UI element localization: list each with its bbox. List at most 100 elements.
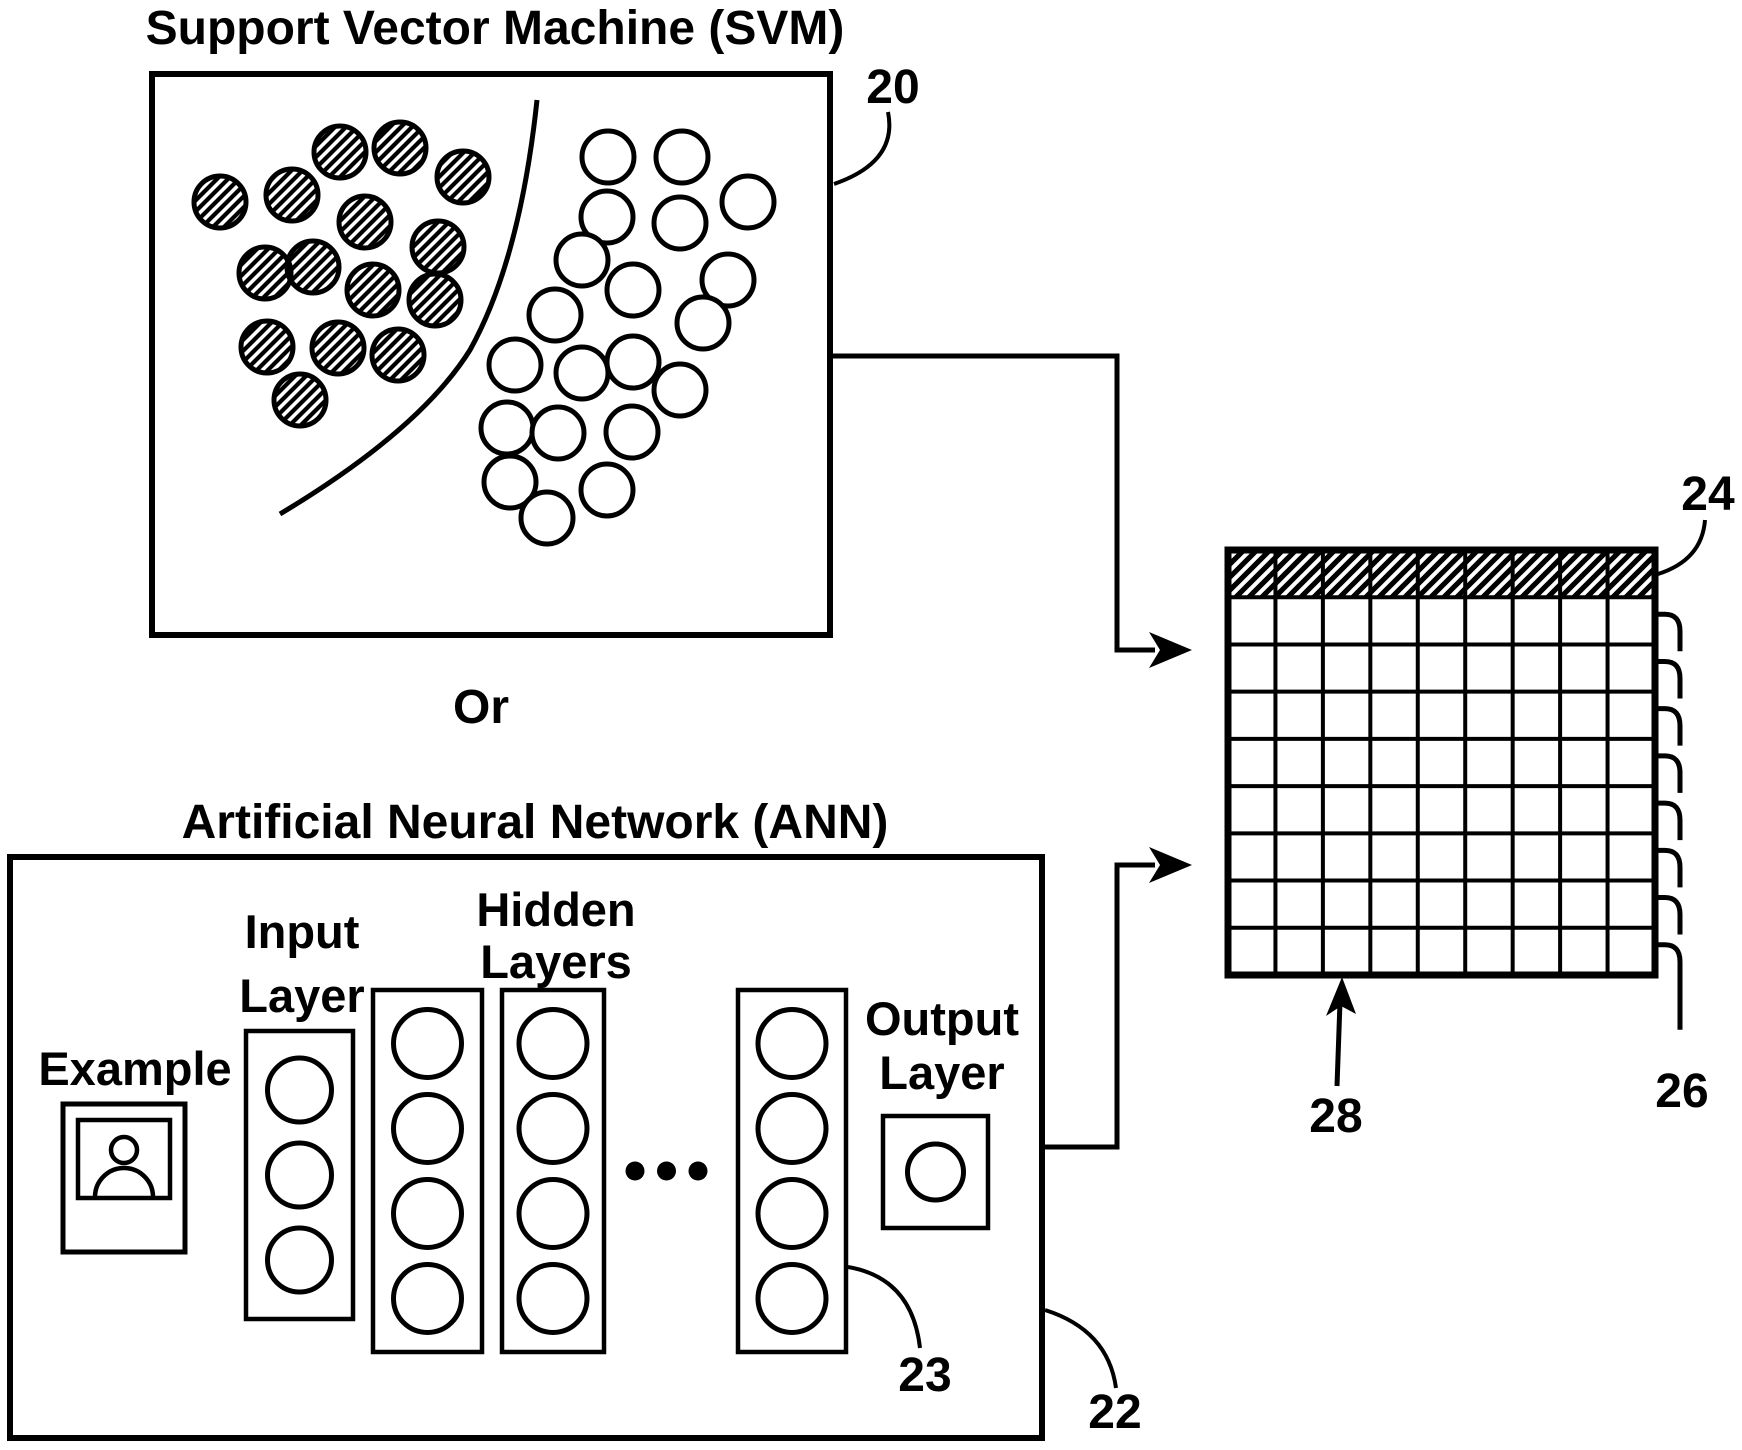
photo-frame [60,1101,188,1255]
ann-layer-hidden [735,987,849,1355]
hidden-layers-label-line1: Hidden [476,883,635,936]
svm-data-point-open [604,333,662,391]
ann-neuron [755,1177,829,1250]
ann-layer-rect [370,987,485,1355]
grid-hatched-row [1228,550,1655,598]
ellipsis-dot [688,1161,708,1181]
svm-data-point-open [699,251,757,309]
grid-stack-curl [1655,753,1683,793]
ann-title: Artificial Neural Network (ANN) [182,796,889,849]
grid-stack-curl [1655,658,1683,699]
svm-data-point-open [578,461,636,519]
ann-neuron-layers [243,987,991,1355]
svm-data-point-open [603,403,661,461]
svm-data-point-hatched [344,261,402,319]
svm-data-point-hatched [311,123,369,181]
leader-line-20 [833,111,892,186]
or-label: Or [453,681,509,734]
output-layer-label-line1: Output [865,992,1019,1045]
ann-neuron [755,1092,829,1165]
hidden-layers-label: Hidden Layers [476,883,635,988]
svm-data-point-open [604,261,662,319]
ann-layer-rect [243,1028,356,1322]
arrow-28-to-grid [1326,977,1356,1087]
svm-decision-boundary [278,99,540,517]
ann-layer-input [243,1028,356,1322]
svm-data-point-open [518,489,576,547]
svm-data-point-open [579,128,637,186]
ann-neuron [755,1007,829,1080]
leader-line-22 [1044,1308,1118,1389]
ann-neuron [755,1262,829,1335]
svm-data-point-open [651,194,709,252]
ref-label-22: 22 [1088,1386,1141,1439]
feature-grid [1224,546,1683,1030]
ann-layer-rect [499,987,607,1355]
svm-data-point-hatched [369,326,427,384]
ref-label-24: 24 [1681,468,1735,521]
svm-class-b-open-circles [478,128,777,547]
svm-data-point-open [486,336,544,394]
input-layer-label-line1: Input [245,905,360,958]
svm-data-point-hatched [238,318,296,376]
svm-data-point-open [674,294,732,352]
arrowhead-ann-to-grid [1149,847,1192,883]
ann-neuron [391,1177,464,1250]
svm-data-point-hatched [284,238,342,296]
ann-neuron [391,1007,464,1080]
input-layer-label: Input Layer [239,905,364,1022]
grid-stack-curl [1655,611,1683,652]
connector-svm-line [830,353,1155,653]
ann-layer-rect [735,987,849,1355]
ref-label-28: 28 [1309,1090,1362,1143]
input-layer-label-line2: Layer [239,969,364,1022]
ref-label-20: 20 [866,61,919,114]
svm-data-point-open [653,128,711,186]
person-shoulders-icon [92,1165,156,1198]
ann-neuron [516,1092,590,1165]
svm-data-point-hatched [434,148,492,206]
svm-data-point-hatched [236,244,294,302]
svm-data-point-hatched [271,371,329,429]
leader-line-24 [1657,519,1707,576]
hidden-layers-label-line2: Layers [480,935,632,988]
ref-label-26: 26 [1655,1065,1708,1118]
ann-neuron [516,1262,590,1335]
svm-data-point-open [529,404,587,462]
svm-data-point-hatched [191,173,249,231]
connector-svm-to-grid [830,353,1192,668]
arrow-28-shaft [1334,1001,1343,1087]
svm-title: Support Vector Machine (SVM) [146,2,845,55]
svm-data-point-hatched [309,319,367,377]
ref-label-23: 23 [898,1349,951,1402]
output-layer-label: Output Layer [865,992,1019,1099]
ann-neuron [265,1055,334,1125]
grid-stack-curl [1655,942,1683,1030]
ellipsis-dot [625,1161,645,1181]
svm-data-point-hatched [409,218,467,276]
ann-neuron [516,1007,590,1080]
ann-layer-rect [880,1113,991,1231]
example-label: Example [38,1042,231,1095]
ann-ellipsis-dots [625,1161,708,1181]
ann-neuron [265,1225,334,1295]
ann-layer-output [880,1113,991,1231]
svm-data-point-open [578,188,636,246]
photo-inner-frame [75,1117,173,1201]
ann-layer-hidden [370,987,485,1355]
arrowhead-svm-to-grid [1149,632,1192,668]
svm-data-point-open [553,344,611,402]
svm-data-point-hatched [406,271,464,329]
grid-stack-curl [1655,895,1683,935]
output-layer-label-line2: Layer [879,1046,1004,1099]
leader-line-23 [847,1265,922,1349]
grid-stack-curl [1655,847,1683,888]
grid-stack-curl [1655,706,1683,746]
ann-layer-hidden [499,987,607,1355]
svm-data-point-hatched [263,166,321,224]
ann-neuron [516,1177,590,1250]
ann-neuron [905,1141,966,1203]
svm-data-point-hatched [336,193,394,251]
connector-ann-to-grid [1042,847,1192,1150]
